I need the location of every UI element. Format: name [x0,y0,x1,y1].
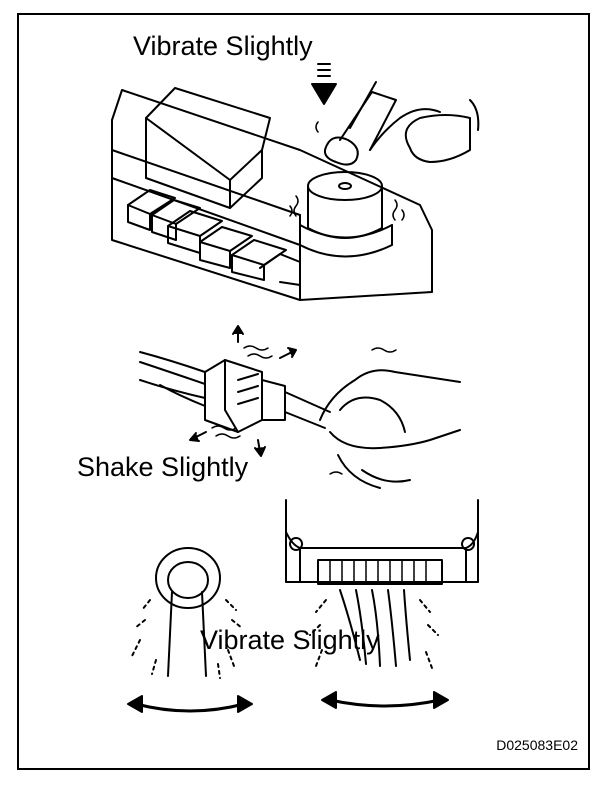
ecu-connector-illustration [285,499,479,709]
relay-box-illustration [111,63,480,301]
grommet-illustration [127,547,253,713]
connector-illustration [139,325,461,489]
shake-label: Shake Slightly [77,452,249,482]
vibrate-label-top: Vibrate Slightly [133,31,313,61]
figure-code: D025083E02 [496,737,578,753]
vibrate-label-bottom: Vibrate Slightly [200,625,380,655]
